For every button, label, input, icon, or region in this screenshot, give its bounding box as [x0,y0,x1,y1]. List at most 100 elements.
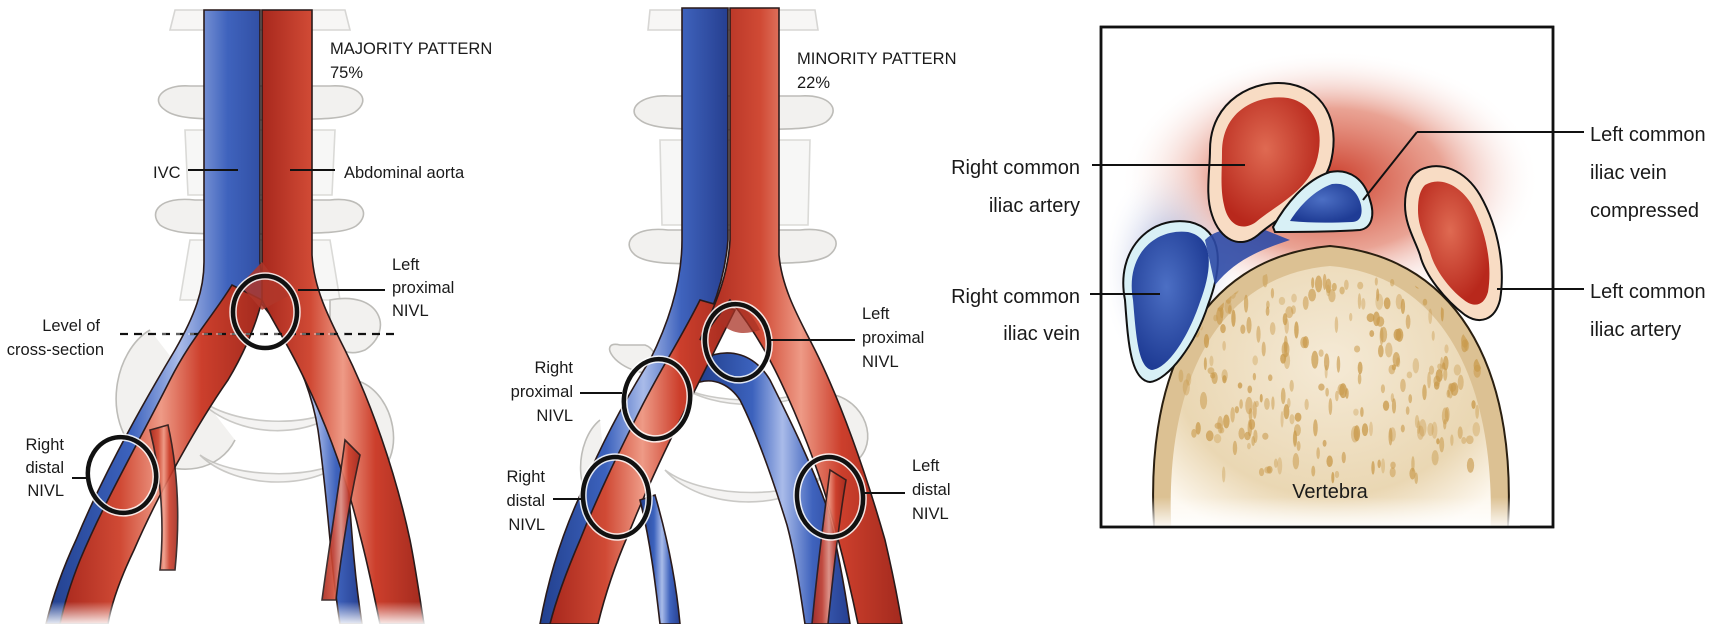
bone-spot [1311,350,1319,369]
svg-text:NIVL: NIVL [392,302,429,320]
bone-spot [1448,382,1457,392]
bone-spot [1222,340,1226,351]
bone-spot [1278,296,1286,306]
svg-text:NIVL: NIVL [508,516,545,534]
bone-spot [1444,344,1449,354]
bone-spot [1339,286,1345,295]
bone-spot [1376,316,1385,327]
bone-spot [1374,277,1378,286]
svg-text:NIVL: NIVL [536,407,573,425]
bone-spot [1440,305,1444,322]
bone-spot [1237,382,1243,389]
bone-spot [1360,406,1364,418]
abdominal-aorta-label: Abdominal aorta [344,164,465,182]
bone-spot [1357,361,1363,375]
bone-spot [1246,316,1252,334]
left-distal-nivl-label: Left distal NIVL [912,457,951,523]
bone-spot [1344,279,1349,290]
bone-spot [1390,393,1395,403]
bone-spot [1357,293,1362,310]
bone-spot [1325,387,1329,397]
bone-spot [1428,365,1435,375]
bone-spot [1280,387,1286,405]
bone-spot [1395,294,1403,310]
bone-spot [1431,330,1435,341]
svg-text:NIVL: NIVL [912,505,949,523]
bone-spot [1280,353,1287,364]
bone-spot [1369,330,1375,338]
panel-cross-section: Right common iliac artery Right common i… [951,25,1706,529]
svg-text:iliac vein: iliac vein [1003,323,1080,345]
svg-text:Left: Left [912,457,940,475]
bone-spot [1400,378,1406,393]
bone-spot [1252,401,1257,419]
bone-spot [1440,356,1444,373]
ivc-label: IVC [153,164,181,182]
svg-text:Right: Right [534,359,573,377]
svg-text:Left: Left [862,305,890,323]
bone-spot [1271,396,1275,410]
bone-spot [1405,314,1411,329]
bone-spot [1261,341,1266,357]
bone-spot [1400,298,1406,314]
svg-text:Right: Right [25,436,64,454]
right-distal-nivl-label: Right distal NIVL [25,436,64,500]
bone-spot [1354,345,1361,353]
left-common-iliac-artery-label: Left common iliac artery [1590,281,1706,341]
left-proximal-nivl-ring [229,272,301,352]
bone-spot [1230,407,1235,423]
bone-spot [1339,383,1347,399]
majority-pattern-percent: 75% [330,64,363,82]
svg-text:iliac vein: iliac vein [1590,162,1667,184]
bone-spot [1245,396,1253,415]
bone-spot [1285,306,1294,319]
bone-spot [1231,309,1236,327]
left-proximal-nivl-label: Left proximal NIVL [862,305,924,371]
bone-spot [1428,308,1433,324]
bone-spot [1390,278,1395,287]
bone-spot [1234,406,1239,414]
bone-spot [1222,375,1227,384]
svg-text:distal: distal [912,481,951,499]
right-common-iliac-vein-label: Right common iliac vein [951,286,1080,345]
svg-text:proximal: proximal [392,279,454,297]
bone-spot [1211,371,1218,384]
bone-spot [1422,384,1427,401]
bone-spot [1270,287,1275,299]
svg-text:distal: distal [25,459,64,477]
bone-spot [1328,289,1336,303]
bone-spot [1322,273,1327,290]
bone-spot [1349,312,1353,322]
bone-spot [1289,379,1294,392]
right-common-iliac-vein-cross-section [1122,220,1219,384]
svg-text:iliac artery: iliac artery [1590,319,1681,341]
bone-spot [1396,357,1401,368]
bone-spot [1376,288,1380,302]
bone-spot [1405,406,1410,415]
right-distal-nivl-label: Right distal NIVL [506,468,545,534]
left-common-iliac-vein-compressed-cross-section [1271,170,1374,234]
bone-spot [1471,400,1476,409]
bone-spot [1437,363,1443,370]
bone-spot [1287,397,1291,409]
bone-spot [1441,362,1446,370]
bone-spot [1311,277,1315,289]
bone-spot [1308,288,1317,302]
bone-spot [1267,374,1273,382]
bone-spot [1203,357,1207,371]
right-internal-iliac-vessels [639,493,681,624]
bone-spot [1203,334,1210,349]
bone-spot [1353,408,1359,416]
bone-spot [1366,313,1375,323]
bone-spot [1378,344,1384,358]
svg-text:Left common: Left common [1590,281,1706,303]
svg-text:NIVL: NIVL [862,353,899,371]
bone-spot [1391,398,1397,414]
left-distal-nivl-ring [793,453,867,541]
bone-spot [1461,339,1468,353]
bone-spot [1182,379,1190,396]
bone-spot [1357,373,1362,385]
bone-spot [1457,374,1464,391]
bone-spot [1220,324,1226,334]
